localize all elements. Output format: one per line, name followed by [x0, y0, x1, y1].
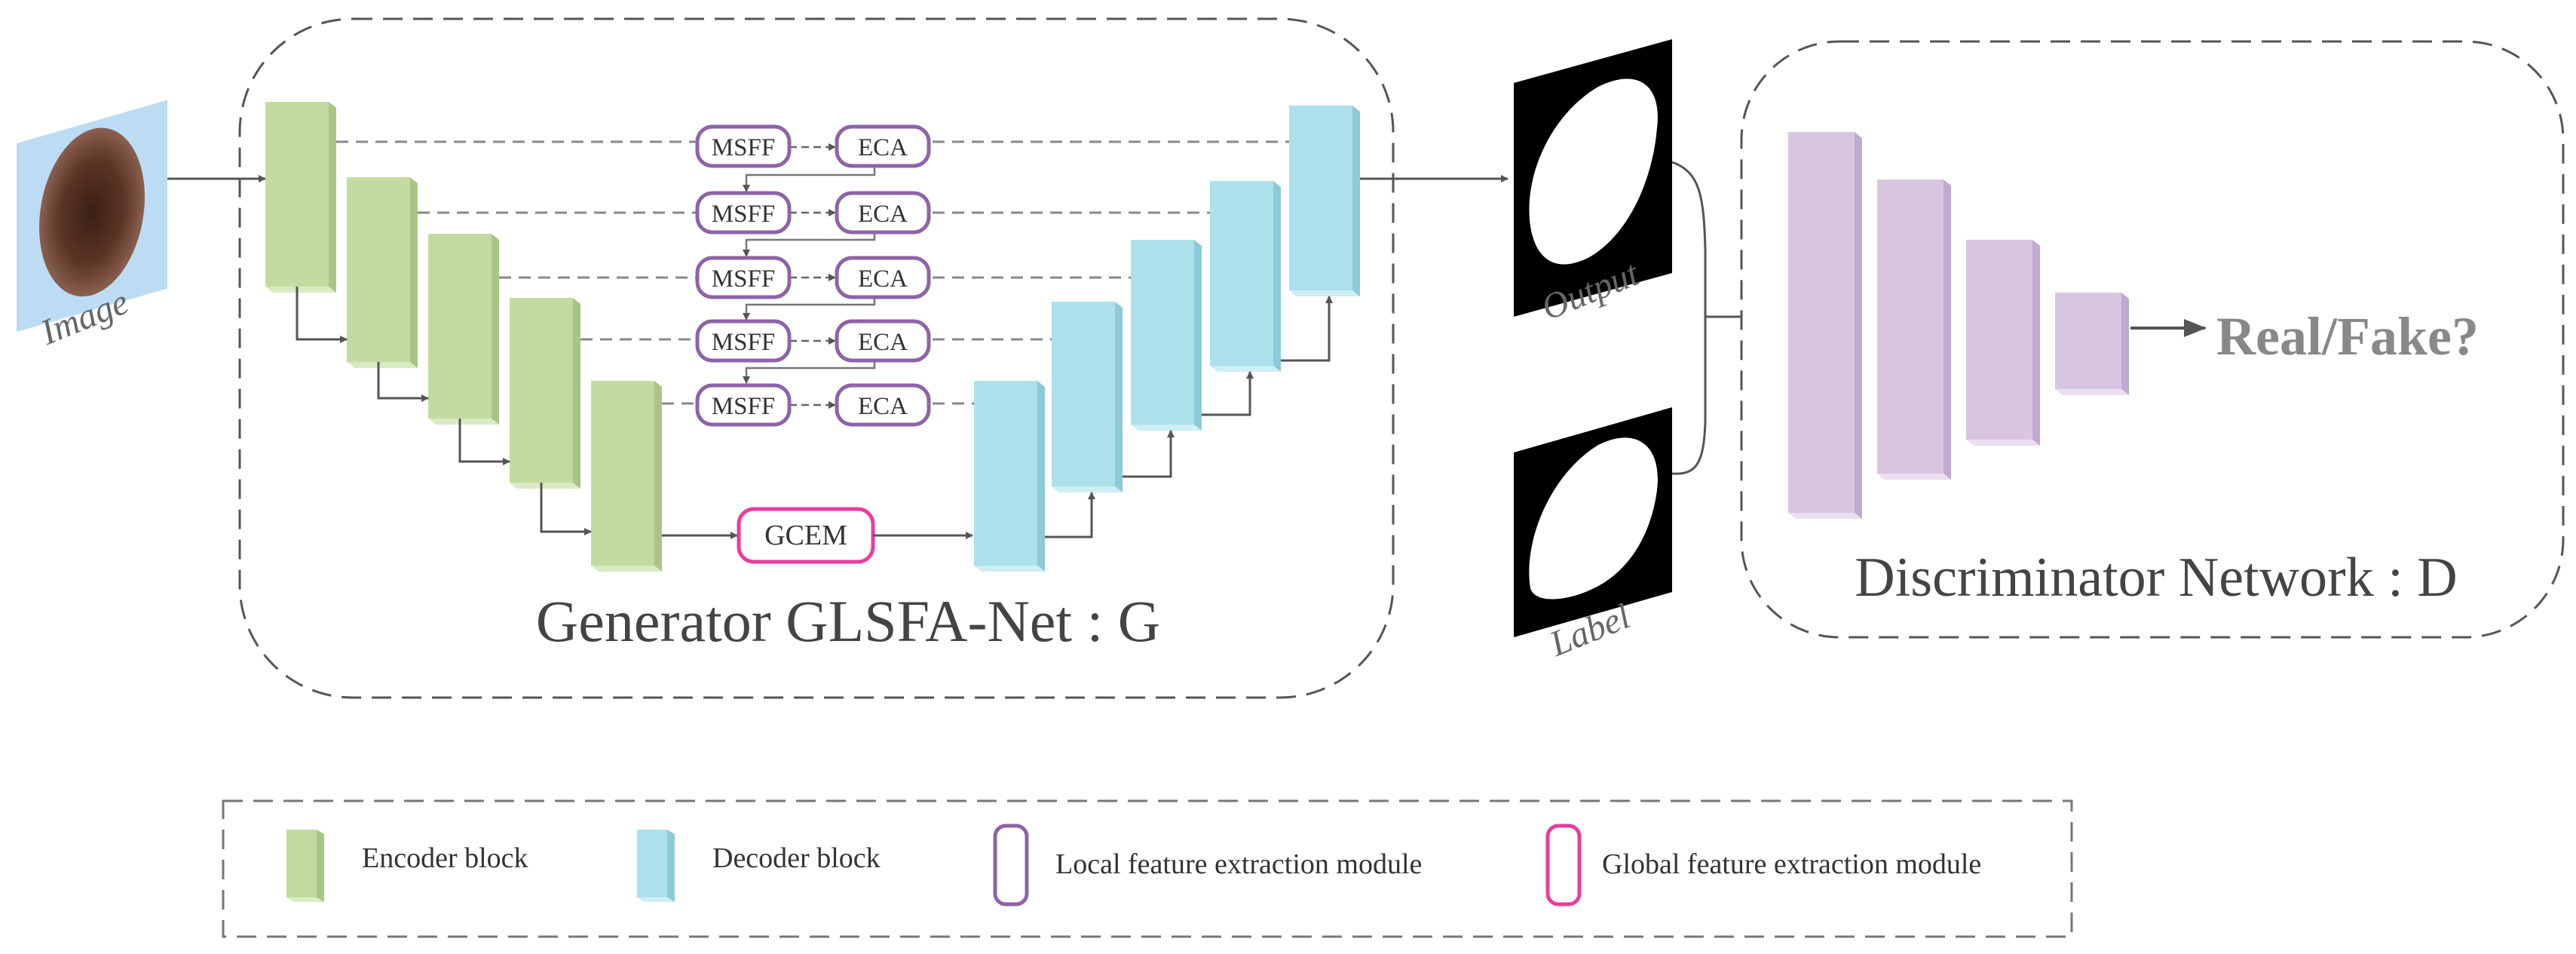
msff-box-2	[695, 191, 792, 235]
decoder-block-5	[1289, 106, 1360, 296]
gcem-label: GCEM	[764, 520, 847, 551]
output-mask	[1514, 39, 1672, 317]
msff-box-5	[695, 383, 792, 427]
msff-label-3: MSFF	[712, 265, 775, 293]
legend-global-swatch	[1545, 824, 1582, 906]
input-image	[17, 100, 167, 332]
msff-eca-arrows	[789, 143, 836, 409]
eca-box-3	[835, 256, 931, 299]
encoder-block-4	[510, 298, 580, 489]
legend-local-swatch	[993, 824, 1029, 906]
encoder-connectors	[296, 287, 592, 535]
msff-box-4	[695, 319, 792, 363]
decoder-block-3	[1131, 240, 1202, 431]
legend-decoder-swatch	[637, 830, 675, 902]
msff-label-1: MSFF	[712, 134, 775, 161]
local-modules	[695, 124, 931, 427]
decoder-block-4	[1210, 181, 1281, 372]
encoder-block-3	[428, 234, 499, 425]
module-feedback-arrows	[743, 167, 876, 384]
discriminator-frame	[1740, 40, 2565, 639]
decoder-block-1	[974, 381, 1045, 572]
decoder-connectors	[1045, 296, 1333, 538]
encoder-block-2	[347, 177, 418, 368]
legend-decoder-label: Decoder block	[712, 842, 881, 874]
encoder-block-5	[591, 381, 662, 572]
legend-encoder-label: Encoder block	[362, 842, 528, 874]
eca-box-1	[835, 124, 931, 168]
msff-label-4: MSFF	[712, 329, 775, 356]
discriminator-block-3	[1966, 240, 2040, 446]
msff-label-2: MSFF	[712, 201, 775, 228]
msff-box-3	[695, 256, 792, 299]
eca-box-5	[835, 383, 931, 427]
discriminator-block-4	[2055, 293, 2129, 395]
label-mask	[1514, 407, 1672, 637]
legend-encoder-swatch	[286, 830, 324, 902]
msff-box-1	[695, 124, 792, 168]
discriminator-title: Discriminator Network : D	[1855, 547, 2457, 609]
discriminator-block-2	[1877, 179, 1951, 480]
local-module-labels: MSFF ECA MSFF ECA MSFF ECA MSFF ECA MSFF…	[712, 134, 908, 420]
eca-box-2	[835, 191, 931, 235]
generator-frame	[238, 17, 1395, 699]
eca-label-3: ECA	[858, 265, 908, 293]
discriminator-block-1	[1788, 132, 1862, 519]
encoder-block-1	[265, 102, 336, 293]
decoder-block-2	[1052, 302, 1123, 492]
legend-global-label: Global feature extraction module	[1602, 848, 1981, 880]
eca-label-1: ECA	[858, 134, 908, 161]
verdict-label: Real/Fake?	[2216, 306, 2479, 367]
eca-label-5: ECA	[858, 393, 908, 420]
skip-connections	[336, 140, 1289, 405]
legend-frame	[222, 799, 2073, 938]
eca-box-4	[835, 319, 931, 363]
msff-label-5: MSFF	[712, 393, 775, 420]
eca-label-2: ECA	[858, 201, 908, 228]
legend-local-label: Local feature extraction module	[1055, 848, 1422, 880]
generator-title: Generator GLSFA-Net : G	[536, 588, 1160, 654]
merge-connector	[1671, 161, 1741, 475]
eca-label-4: ECA	[858, 329, 908, 356]
